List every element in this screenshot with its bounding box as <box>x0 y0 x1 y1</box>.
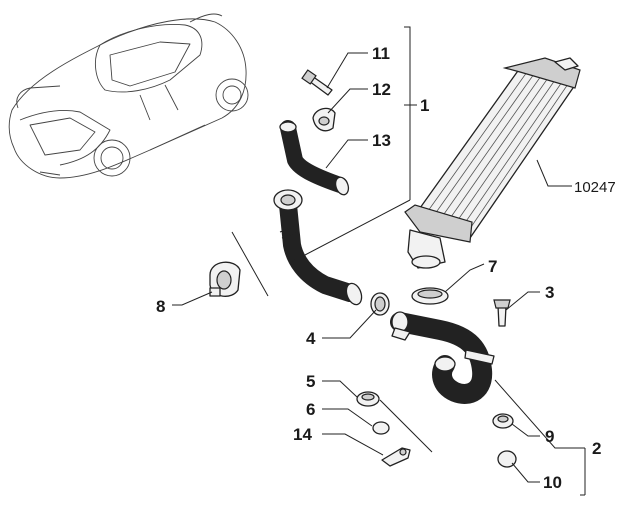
callout-13: 13 <box>372 131 391 150</box>
vehicle-thumbnail <box>8 13 249 179</box>
callout-10: 10 <box>543 473 562 492</box>
part-3-screw <box>493 299 511 327</box>
part-9-plug <box>492 413 514 429</box>
callout-12: 12 <box>372 80 391 99</box>
part-11-bolt <box>301 69 333 96</box>
callout-4: 4 <box>306 329 316 348</box>
callout-14: 14 <box>293 425 312 444</box>
part-12-clip <box>312 107 336 132</box>
leader-lines <box>172 26 586 496</box>
part-13-hose <box>279 120 350 196</box>
callout-5: 5 <box>306 372 315 391</box>
callout-6: 6 <box>306 400 315 419</box>
callout-8: 8 <box>156 297 165 316</box>
part-2-hose-assembly <box>390 311 495 404</box>
callout-2: 2 <box>592 439 601 458</box>
part-5-grommet <box>356 391 380 407</box>
part-4-clamp-ring <box>370 292 390 316</box>
reference-code: 10247 <box>574 179 616 196</box>
intercooler-core <box>404 57 581 269</box>
callout-3: 3 <box>545 283 554 302</box>
part-10-cap <box>497 450 517 468</box>
callout-7: 7 <box>488 257 497 276</box>
callout-11: 11 <box>372 44 390 63</box>
part-8-clamp <box>209 261 241 297</box>
part-14-bracket <box>381 447 411 467</box>
callout-1: 1 <box>420 96 429 115</box>
part-1-intake-hose <box>273 189 363 306</box>
part-6-bushing <box>372 421 390 435</box>
part-7-clamp <box>411 287 449 305</box>
callout-9: 9 <box>545 427 554 446</box>
callout-labels: 11 12 13 1 7 3 8 4 5 6 14 9 2 10 10247 <box>156 44 616 492</box>
section-break-marks <box>231 231 433 453</box>
